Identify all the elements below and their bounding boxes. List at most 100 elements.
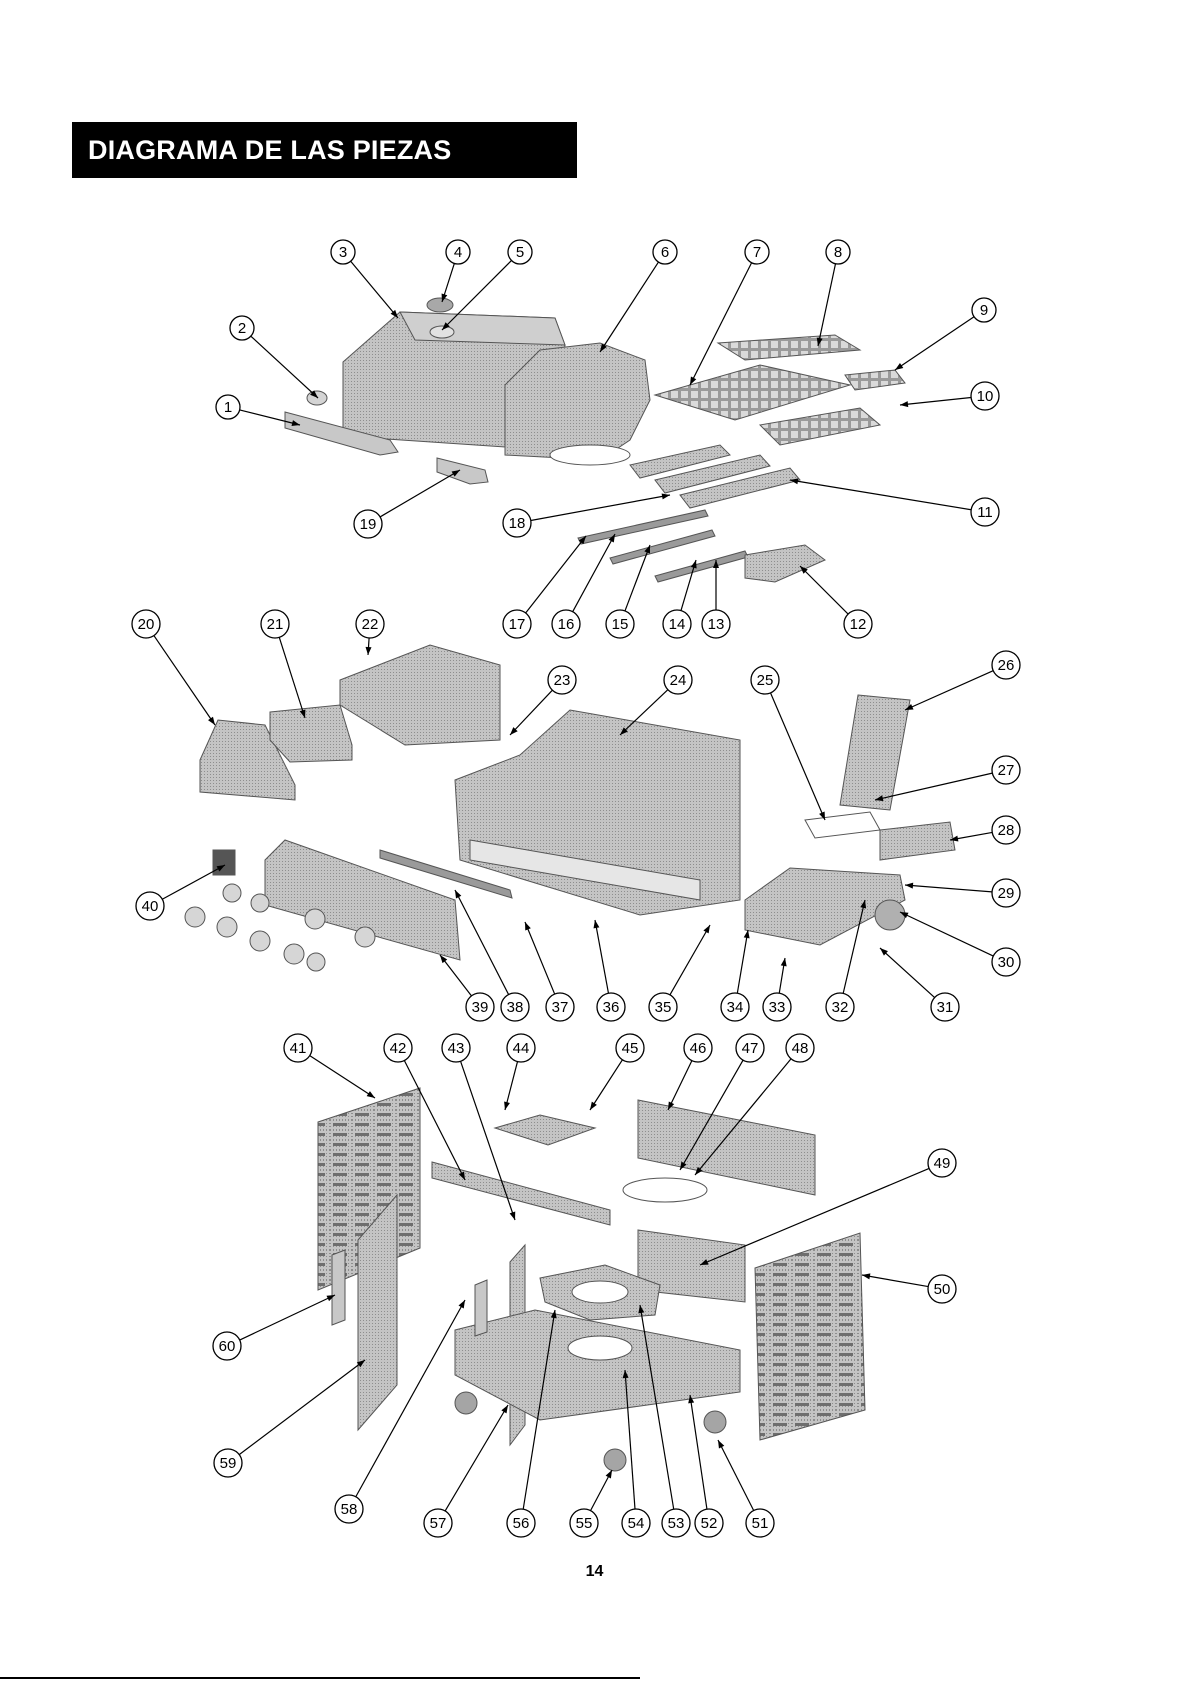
- callout-leader-line: [239, 1360, 365, 1455]
- callout-46: 46: [668, 1034, 712, 1110]
- callout-leader-line: [445, 1405, 508, 1511]
- callout-leader-line: [905, 671, 993, 710]
- callout-number: 34: [727, 999, 744, 1016]
- callout-number: 23: [554, 672, 571, 689]
- callout-leader-line: [790, 480, 971, 510]
- warming-rack: [718, 335, 860, 360]
- callout-29: 29: [905, 879, 1020, 907]
- callout-arrowhead: [593, 920, 599, 928]
- callout-26: 26: [905, 651, 1020, 710]
- callout-leader-line: [531, 495, 670, 520]
- callout-30: 30: [900, 912, 1020, 976]
- callout-18: 18: [503, 493, 670, 537]
- callout-number: 17: [509, 616, 526, 633]
- callout-number: 2: [238, 320, 246, 337]
- callout-2: 2: [230, 316, 318, 398]
- heat-shield: [840, 695, 910, 810]
- callout-number: 60: [219, 1338, 236, 1355]
- callout-leader-line: [690, 263, 752, 385]
- callout-leader-line: [162, 865, 225, 899]
- callout-number: 40: [142, 898, 159, 915]
- callout-11: 11: [790, 478, 999, 526]
- callout-number: 14: [669, 616, 686, 633]
- callout-number: 7: [753, 244, 761, 261]
- callout-number: 26: [998, 657, 1015, 674]
- callout-leader-line: [526, 536, 586, 613]
- callout-leader-line: [670, 925, 710, 995]
- callout-leader-line: [818, 264, 836, 346]
- callout-number: 22: [362, 616, 379, 633]
- back-panel: [638, 1100, 815, 1195]
- rear-burner-box: [745, 545, 825, 582]
- thermometer-bezel: [430, 326, 454, 338]
- callout-arrowhead: [590, 1102, 597, 1110]
- callout-arrowhead: [606, 1470, 612, 1478]
- callout-59: 59: [214, 1360, 365, 1477]
- callout-number: 31: [937, 999, 954, 1016]
- part-group-cart: [318, 1088, 865, 1471]
- door-handle: [475, 1280, 487, 1336]
- callout-arrowhead: [819, 811, 825, 820]
- callout-6: 6: [600, 240, 677, 352]
- callout-35: 35: [649, 925, 710, 1021]
- callout-number: 36: [603, 999, 620, 1016]
- callout-leader-line: [461, 1061, 515, 1220]
- callout-50: 50: [862, 1273, 956, 1303]
- callout-21: 21: [261, 610, 305, 718]
- callout-number: 44: [513, 1040, 530, 1057]
- callout-number: 16: [558, 616, 575, 633]
- callout-leader-line: [862, 1275, 928, 1287]
- callout-number: 59: [220, 1455, 237, 1472]
- callout-leader-line: [668, 1061, 692, 1110]
- callout-number: 3: [339, 244, 347, 261]
- right-side-panel: [755, 1233, 865, 1440]
- rear-brace: [432, 1162, 610, 1225]
- side-lid-handle: [437, 458, 488, 484]
- callout-number: 57: [430, 1515, 447, 1532]
- callout-leader-line: [351, 261, 398, 318]
- callout-number: 54: [628, 1515, 645, 1532]
- callout-number: 49: [934, 1155, 951, 1172]
- callout-number: 53: [668, 1515, 685, 1532]
- bottom-shelf: [455, 1310, 740, 1420]
- callout-number: 4: [454, 244, 462, 261]
- callout-leader-line: [895, 317, 974, 370]
- callout-number: 33: [769, 999, 786, 1016]
- callout-number: 15: [612, 616, 629, 633]
- callout-number: 51: [752, 1515, 769, 1532]
- callout-arrowhead: [895, 363, 903, 370]
- callout-leader-line: [455, 890, 509, 995]
- callout-number: 8: [834, 244, 842, 261]
- callout-13: 13: [702, 560, 730, 638]
- callout-arrowhead: [662, 493, 670, 499]
- callout-arrowhead: [458, 1300, 465, 1308]
- callout-leader-line: [905, 885, 992, 892]
- side-grate: [845, 370, 905, 390]
- burner-tube: [655, 551, 748, 582]
- callout-number: 10: [977, 388, 994, 405]
- tank-retainer: [623, 1178, 707, 1202]
- callout-20: 20: [132, 610, 215, 725]
- callout-leader-line: [595, 920, 608, 993]
- callout-leader-line: [900, 912, 993, 956]
- callout-number: 47: [742, 1040, 759, 1057]
- callout-arrowhead: [525, 922, 531, 931]
- callout-arrowhead: [510, 1211, 516, 1220]
- callout-arrowhead: [744, 930, 750, 938]
- callout-37: 37: [525, 922, 574, 1021]
- callout-number: 43: [448, 1040, 465, 1057]
- callout-leader-line: [154, 636, 215, 725]
- part-group-lid: [285, 298, 650, 484]
- callout-leader-line: [525, 922, 555, 994]
- callout-number: 32: [832, 999, 849, 1016]
- callout-number: 55: [576, 1515, 593, 1532]
- callout-leader-line: [690, 1395, 707, 1509]
- callout-arrowhead: [367, 1091, 375, 1098]
- callout-arrowhead: [862, 1273, 870, 1279]
- part-group-firebox: [185, 645, 955, 971]
- callout-number: 21: [267, 616, 284, 633]
- callout-31: 31: [880, 948, 959, 1021]
- callout-number: 30: [998, 954, 1015, 971]
- page-number: 14: [0, 1563, 1189, 1581]
- callout-22: 22: [356, 610, 384, 655]
